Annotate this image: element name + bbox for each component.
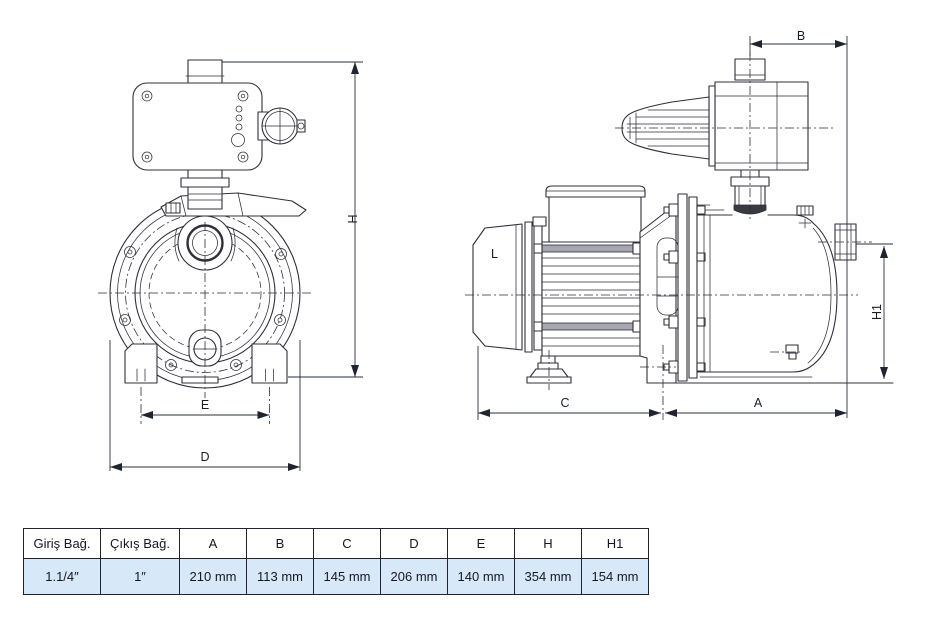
bleed-valve [165,202,181,214]
pump-casing [696,204,872,373]
pressure-controller-side [621,58,809,215]
dimension-C-label: C [560,396,569,410]
table-value-cell-6: 140 mm [447,558,515,595]
table-header-cell-1: Çıkış Bağ. [100,528,180,559]
label-L: L [491,247,498,261]
dimension-B-label: B [797,29,805,43]
dimension-B: B [749,29,848,418]
dimension-E: E [140,387,270,424]
pressure-controller-front [132,59,306,171]
controller-leds [235,105,243,131]
table-value-cell-4: 145 mm [313,558,381,595]
dimension-E-label: E [201,398,209,412]
controller-top-pipe [187,59,223,84]
dimension-D-label: D [200,450,209,464]
table-header-cell-7: H [514,528,582,559]
pressure-gauge [257,107,306,145]
outlet-port [818,223,872,261]
tie-rod-upper [541,244,635,253]
table-header-cell-2: A [179,528,247,559]
side-view: L [465,29,894,420]
table-value-cell-8: 154 mm [581,558,649,595]
motor-body [533,241,645,357]
table-value-cell-3: 113 mm [246,558,314,595]
dimension-H: H [222,61,363,378]
support-bracket [639,203,679,384]
dimension-D: D [109,340,301,471]
pump-collar [160,192,307,217]
dimension-A-label: A [754,396,763,410]
table-header-cell-0: Giriş Bağ. [23,528,101,559]
table-value-cell-5: 206 mm [380,558,448,595]
table-header-cell-8: H1 [581,528,649,559]
table-value-cell-0: 1.1/4″ [23,558,101,595]
table-header-cell-5: D [380,528,448,559]
fan-cover [472,223,523,351]
dimension-H1: H1 [856,243,893,379]
fill-plug [796,205,814,229]
pump-technical-drawing: H E D [98,29,894,471]
dimension-H1-label: H1 [870,304,884,320]
terminal-box [545,185,646,243]
table-value-cell-2: 210 mm [179,558,247,595]
drain-plug-side [770,344,800,360]
dimension-C: C [477,346,661,420]
table-header-cell-4: C [313,528,381,559]
dimension-A: A [665,396,847,417]
front-view: H E D [98,59,363,471]
controller-body-side [714,81,809,171]
flange-plate [640,193,725,382]
tie-rod-lower [541,322,635,331]
controller-screws [141,90,249,163]
dimension-H-label: H [346,214,360,223]
mounting-feet [124,343,288,384]
table-value-cell-7: 354 mm [514,558,582,595]
table-header-cell-6: E [447,528,515,559]
table-header-cell-3: B [246,528,314,559]
controller-button [231,133,245,147]
table-value-cell-1: 1″ [100,558,180,595]
connection-neck [180,169,230,210]
